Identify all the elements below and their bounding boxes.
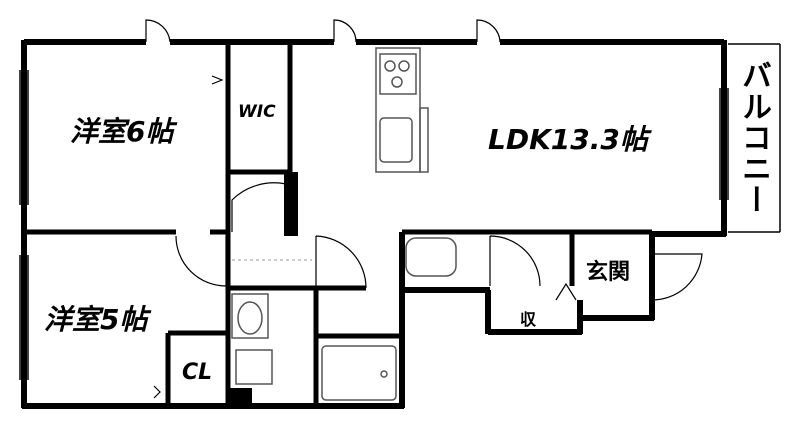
label-storage: 収: [520, 310, 537, 329]
label-closet: CL: [182, 360, 213, 385]
label-balcony: バルコニー: [736, 60, 771, 215]
bath-fixtures: [231, 237, 457, 401]
kitchen-counter: [375, 47, 429, 173]
wall-blocks: [228, 172, 298, 408]
label-entrance: 玄関: [586, 260, 631, 285]
label-ldk: LDK13.3帖: [488, 123, 648, 156]
label-western-room-6: 洋室6帖: [70, 115, 174, 148]
door-swings: [145, 19, 703, 399]
label-walk-in-closet: WIC: [238, 102, 276, 122]
windows: [19, 43, 781, 380]
label-western-room-5: 洋室5帖: [44, 303, 148, 336]
inner-walls: [24, 42, 652, 406]
outer-walls: [21, 39, 727, 409]
